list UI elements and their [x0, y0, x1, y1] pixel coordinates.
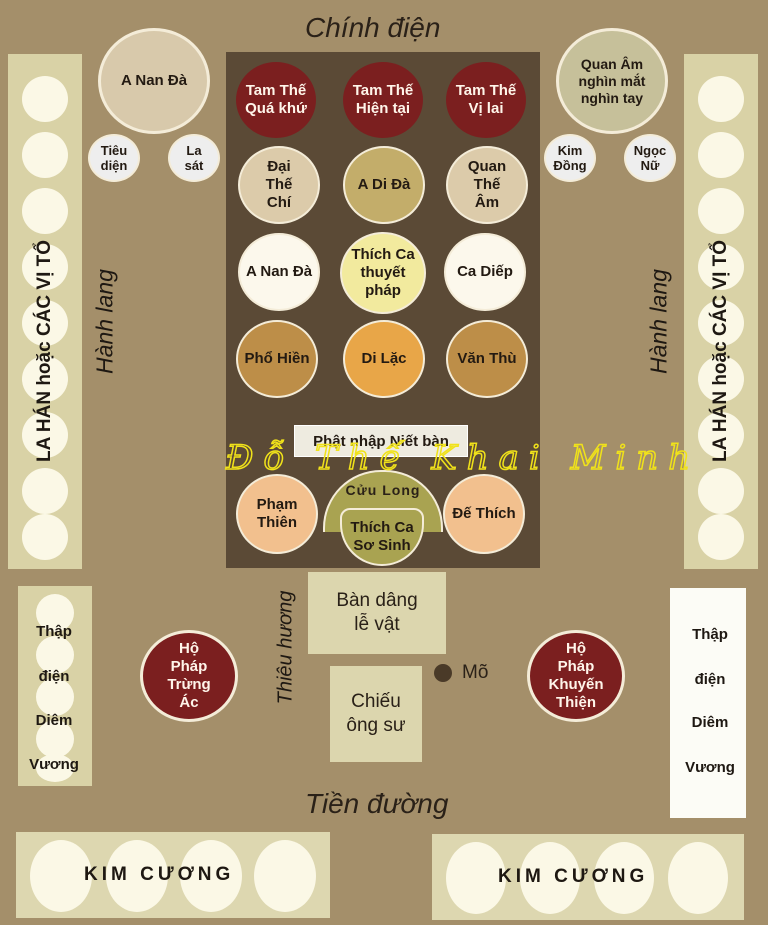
arhat-seat [698, 76, 744, 122]
bell-icon [434, 664, 452, 682]
ten-kings-left-2: điện [38, 668, 70, 685]
tam-the-present: Tam Thế Hiện tại [343, 62, 423, 138]
guardian-trung-ac: Hộ Pháp Trừng Ác [140, 630, 238, 722]
bell-label: Mõ [462, 662, 489, 683]
arhat-seat [22, 468, 68, 514]
a-nan-da-altar: A Nan Đà [238, 233, 320, 311]
arhat-seat [698, 514, 744, 560]
arhat-seat [22, 300, 68, 346]
nirvana-box: Phật nhập Niết bàn [294, 425, 468, 457]
pho-hien: Phổ Hiền [236, 320, 318, 398]
guardian-seat [106, 840, 168, 912]
right-arhat-label: LA HÁN hoặc CÁC VỊ TỔ [710, 239, 731, 463]
arhat-seat [22, 244, 68, 290]
kim-cuong-left-label: KIM CƯƠNG [84, 864, 235, 885]
left-arhat-label: LA HÁN hoặc CÁC VỊ TỔ [34, 239, 55, 463]
quan-the-am: Quan Thế Âm [446, 146, 528, 224]
ten-kings-right-4: Vương [685, 759, 735, 776]
guardian-seat [180, 840, 242, 912]
pham-thien: Phạm Thiên [236, 474, 318, 554]
king-seat [36, 636, 74, 674]
arhat-seat [22, 76, 68, 122]
offering-table: Bàn dâng lễ vật [308, 572, 446, 654]
nirvana-label: Phật nhập Niết bàn [313, 432, 449, 450]
van-thu: Văn Thù [446, 320, 528, 398]
guardian-seat [254, 840, 316, 912]
di-lac: Di Lặc [343, 320, 425, 398]
kim-dong: Kim Đồng [544, 134, 596, 182]
incense-label: Thiêu hương [274, 590, 297, 705]
cuu-long-label: Cửu Long [345, 482, 421, 498]
arhat-seat [22, 132, 68, 178]
ten-kings-left-4: Vương [29, 756, 79, 773]
dai-the-chi: Đại Thế Chí [238, 146, 320, 224]
main-hall-title: Chính điện [305, 12, 441, 43]
tam-the-future: Tam Thế Vị lai [446, 62, 526, 138]
tieu-dien: Tiêu diện [88, 134, 140, 182]
ten-kings-left-strip [18, 586, 92, 786]
watermark-signature: Đỗ Thế Khai Minh [225, 437, 701, 479]
ten-kings-right-3: Diêm [691, 714, 729, 731]
ten-kings-right-2: điện [694, 671, 726, 688]
kim-cuong-right-label: KIM CƯƠNG [498, 866, 649, 887]
arhat-seat [22, 188, 68, 234]
arhat-seat [22, 412, 68, 458]
ten-kings-left-3: Diêm [35, 712, 73, 729]
tam-the-past: Tam Thế Quá khứ [236, 62, 316, 138]
arhat-seat [698, 132, 744, 178]
guardian-seat [520, 842, 580, 914]
ten-kings-right-1: Thập [692, 626, 728, 643]
arhat-seat [698, 244, 744, 290]
arhat-seat [698, 300, 744, 346]
guardian-seat [594, 842, 654, 914]
right-corridor-label: Hành lang [645, 269, 672, 374]
left-corridor-label: Hành lang [91, 269, 118, 374]
kim-cuong-left-strip [16, 832, 330, 918]
front-hall-title: Tiền đường [305, 788, 449, 819]
arhat-seat [698, 188, 744, 234]
king-seat [36, 678, 74, 716]
arhat-seat [698, 412, 744, 458]
la-sat: La sát [168, 134, 220, 182]
left-arhat-strip [8, 54, 82, 569]
a-di-da: A Di Đà [343, 146, 425, 224]
arhat-seat [22, 514, 68, 560]
king-seat [36, 594, 74, 632]
ten-kings-left-1: Thập [36, 623, 72, 640]
a-nan-da-large: A Nan Đà [98, 28, 210, 134]
ngoc-nu: Ngọc Nữ [624, 134, 676, 182]
thich-ca-preaching: Thích Ca thuyết pháp [340, 232, 426, 314]
quan-am-thousand-arms: Quan Âm nghìn mắt nghìn tay [556, 28, 668, 134]
arhat-seat [22, 356, 68, 402]
guardian-seat [30, 840, 92, 912]
kim-cuong-right-strip [432, 834, 744, 920]
chieu-ong-su: Chiếu ông sư [330, 666, 422, 762]
arhat-seat [698, 468, 744, 514]
king-seat [36, 720, 74, 758]
ca-diep: Ca Diếp [444, 233, 526, 311]
guardian-seat [668, 842, 728, 914]
ten-kings-right-strip [670, 588, 746, 818]
guardian-khuyen-thien: Hộ Pháp Khuyến Thiện [527, 630, 625, 722]
king-seat [36, 754, 74, 782]
guardian-seat [446, 842, 506, 914]
right-arhat-strip [684, 54, 758, 569]
de-thich: Đế Thích [443, 474, 525, 554]
arhat-seat [698, 356, 744, 402]
